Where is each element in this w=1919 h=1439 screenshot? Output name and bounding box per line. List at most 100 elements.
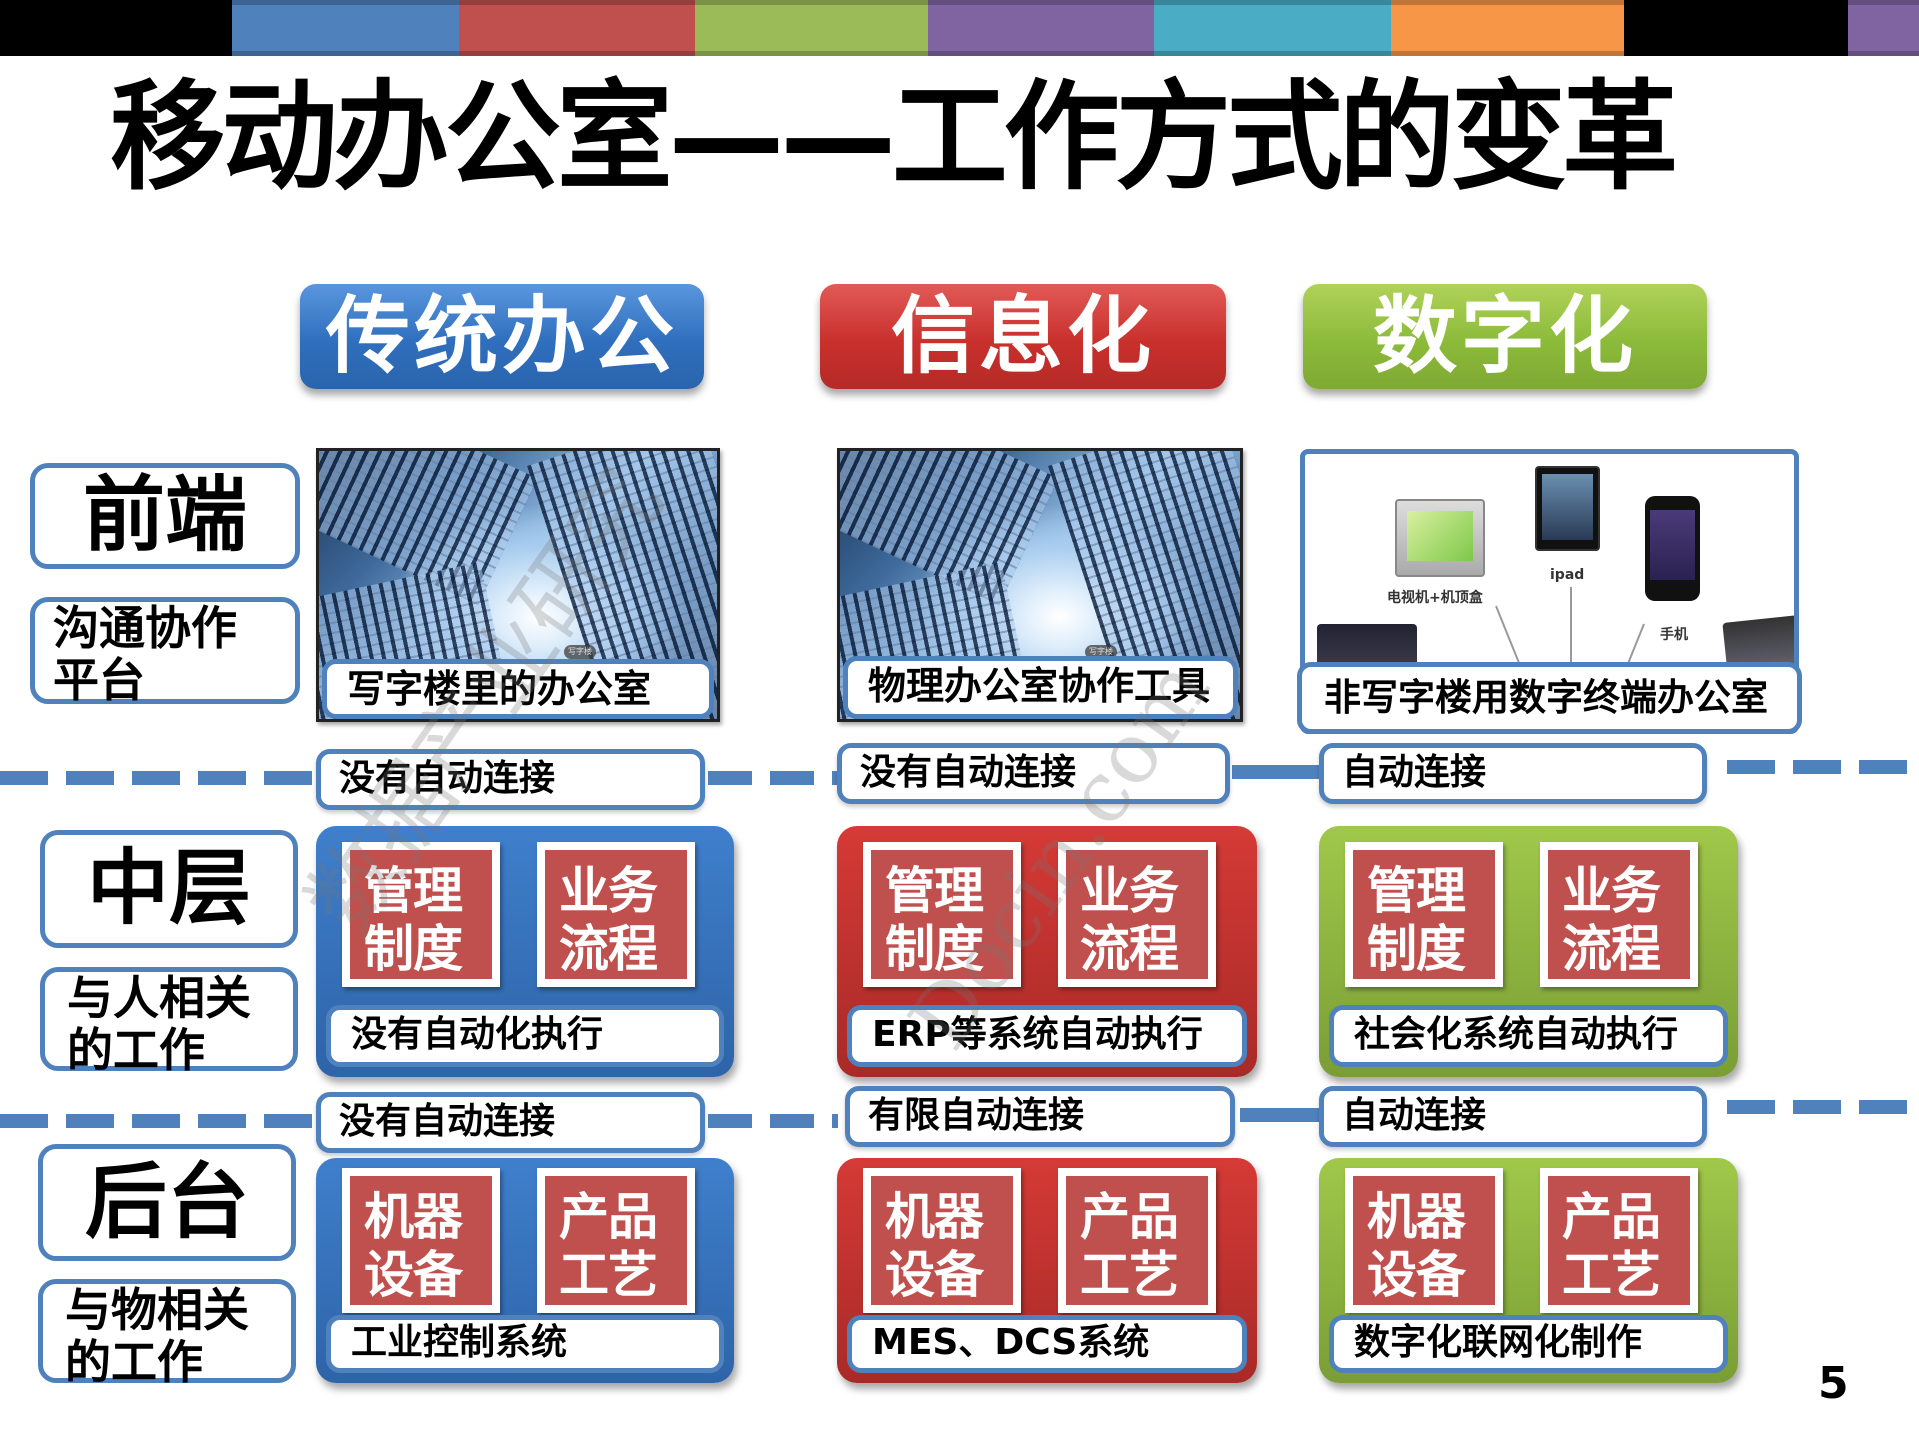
row-label-back-subtitle-line1: 与物相关 [65, 1283, 249, 1337]
tile-business-process: 业务流程 [1058, 842, 1216, 987]
separator-dashed-line-1-left [0, 771, 316, 785]
tile-line1: 业务 [559, 862, 658, 920]
column-header-digital: 数字化 [1303, 284, 1707, 389]
row-label-middle-subtitle: 与人相关 的工作 [40, 967, 298, 1076]
tile-line1: 机器 [1367, 1188, 1466, 1246]
stripe-segment-orange [1391, 0, 1624, 56]
tile-line2: 设备 [1367, 1246, 1466, 1304]
tile-line1: 管理 [364, 862, 463, 920]
execution-status-traditional: 没有自动化执行 [326, 1005, 724, 1067]
row-label-front-title: 前端 [82, 468, 247, 563]
tile-line2: 制度 [1367, 920, 1466, 978]
tile-business-process: 业务流程 [537, 842, 695, 987]
tile-management-system: 管理制度 [863, 842, 1021, 987]
tile-line1: 机器 [885, 1188, 984, 1246]
phone-icon [1645, 496, 1700, 601]
control-system-traditional: 工业控制系统 [326, 1315, 724, 1373]
control-system-informatization: MES、DCS系统 [847, 1315, 1247, 1373]
column-header-traditional: 传统办公 [300, 284, 704, 389]
tile-line2: 流程 [1562, 920, 1661, 978]
row-label-back-title: 后台 [84, 1155, 249, 1250]
separator-dashed-line-2-left [0, 1114, 316, 1128]
tile-line1: 产品 [1562, 1188, 1661, 1246]
stripe-segment-purple-2 [1848, 0, 1919, 56]
back-panel-informatization: 机器设备 产品工艺 MES、DCS系统 [837, 1158, 1257, 1383]
tile-machine-equipment: 机器设备 [863, 1168, 1021, 1313]
column-header-informatization: 信息化 [820, 284, 1226, 389]
tile-line2: 设备 [885, 1246, 984, 1304]
connection-status-informatization-front: 没有自动连接 [837, 743, 1230, 804]
middle-panel-digital: 管理制度 业务流程 社会化系统自动执行 [1319, 826, 1738, 1077]
tile-line2: 流程 [1080, 920, 1179, 978]
tile-line2: 制度 [885, 920, 984, 978]
tile-line1: 管理 [885, 862, 984, 920]
middle-panel-informatization: 管理制度 业务流程 ERP等系统自动执行 [837, 826, 1257, 1077]
tile-management-system: 管理制度 [342, 842, 500, 987]
separator-connector-1 [1232, 765, 1320, 779]
tile-business-process: 业务流程 [1540, 842, 1698, 987]
top-color-stripe [0, 0, 1919, 56]
back-panel-traditional: 机器设备 产品工艺 工业控制系统 [316, 1158, 734, 1383]
phone-label: 手机 [1660, 627, 1688, 643]
back-panel-digital: 机器设备 产品工艺 数字化联网化制作 [1319, 1158, 1738, 1383]
tile-machine-equipment: 机器设备 [1345, 1168, 1503, 1313]
row-label-front-subtitle-line2: 平台 [53, 653, 145, 707]
connection-status-digital-front: 自动连接 [1319, 743, 1707, 804]
separator-connector-2 [1240, 1108, 1320, 1122]
stripe-segment-teal [1154, 0, 1391, 56]
tablet-label: ipad [1550, 567, 1585, 583]
tile-line1: 业务 [1562, 862, 1661, 920]
connection-line [1570, 587, 1572, 677]
tile-product-craft: 产品工艺 [1540, 1168, 1698, 1313]
tile-management-system: 管理制度 [1345, 842, 1503, 987]
tile-line2: 工艺 [1562, 1246, 1661, 1304]
photo-tag: 写字楼 [564, 645, 596, 659]
separator-dashed-line-2-right [1727, 1100, 1919, 1114]
control-system-digital: 数字化联网化制作 [1329, 1315, 1728, 1373]
row-label-middle-subtitle-line2: 的工作 [67, 1023, 205, 1077]
connection-status-traditional-back: 没有自动连接 [316, 1092, 705, 1153]
middle-panel-traditional: 管理制度 业务流程 没有自动化执行 [316, 826, 734, 1077]
caption-informatization: 物理办公室协作工具 [843, 656, 1238, 719]
separator-dashed-line-1-mid [708, 771, 838, 785]
slide-title: 移动办公室——工作方式的变革 [110, 68, 1678, 206]
row-label-middle-title: 中层 [86, 841, 251, 936]
tile-line1: 产品 [559, 1188, 658, 1246]
connection-status-informatization-back: 有限自动连接 [845, 1086, 1235, 1147]
stripe-segment-blue [232, 0, 459, 56]
tile-line1: 业务 [1080, 862, 1179, 920]
row-label-front: 前端 [30, 463, 300, 569]
stripe-segment-black-2 [1624, 0, 1848, 56]
stripe-segment-red [459, 0, 695, 56]
separator-dashed-line-2-mid [708, 1114, 838, 1128]
caption-digital: 非写字楼用数字终端办公室 [1297, 662, 1802, 734]
separator-dashed-line-1-right [1727, 760, 1919, 774]
tile-line1: 机器 [364, 1188, 463, 1246]
row-label-middle-subtitle-line1: 与人相关 [67, 971, 251, 1025]
connection-status-digital-back: 自动连接 [1319, 1086, 1707, 1147]
execution-status-digital: 社会化系统自动执行 [1329, 1005, 1728, 1067]
tile-line1: 管理 [1367, 862, 1466, 920]
tile-line2: 设备 [364, 1246, 463, 1304]
page-number: 5 [1818, 1358, 1849, 1409]
row-label-front-subtitle-line1: 沟通协作 [53, 601, 237, 655]
tv-settop-label: 电视机+机顶盒 [1387, 590, 1483, 606]
photo-tag: 写字楼 [1085, 645, 1117, 659]
tile-line2: 工艺 [1080, 1246, 1179, 1304]
row-label-back-subtitle-line2: 的工作 [65, 1335, 203, 1389]
execution-status-informatization: ERP等系统自动执行 [847, 1005, 1247, 1067]
tile-line2: 制度 [364, 920, 463, 978]
tv-settop-icon [1395, 499, 1485, 577]
stripe-segment-purple [928, 0, 1154, 56]
row-label-back: 后台 [38, 1144, 296, 1261]
connection-status-traditional-front: 没有自动连接 [316, 749, 705, 810]
row-label-front-subtitle: 沟通协作 平台 [30, 597, 300, 707]
tile-line2: 流程 [559, 920, 658, 978]
stripe-segment-green [695, 0, 928, 56]
tablet-icon [1535, 466, 1600, 551]
row-label-middle: 中层 [40, 830, 298, 948]
tile-line1: 产品 [1080, 1188, 1179, 1246]
stripe-segment-black [0, 0, 232, 56]
tile-machine-equipment: 机器设备 [342, 1168, 500, 1313]
caption-traditional: 写字楼里的办公室 [322, 659, 714, 719]
